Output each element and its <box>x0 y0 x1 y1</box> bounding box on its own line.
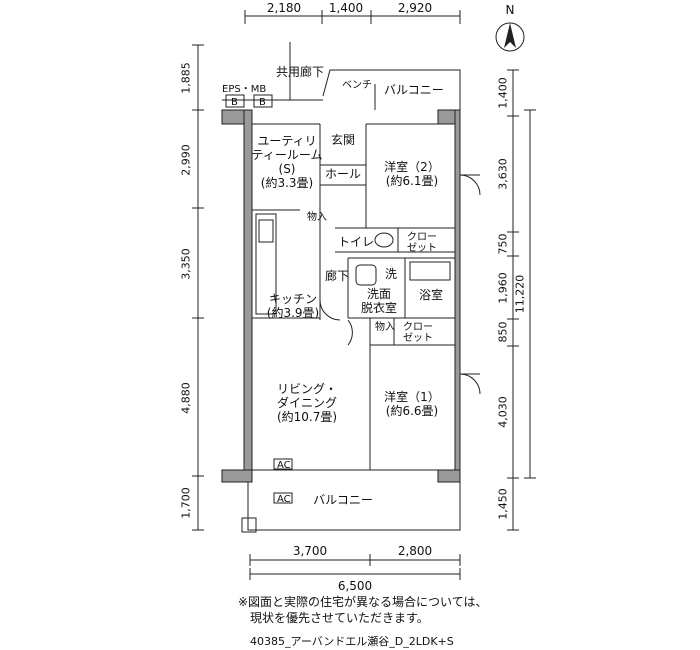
wash-label: 洗 <box>385 267 398 281</box>
dim-right-4: 1,960 <box>496 272 510 304</box>
dim-right-total: 11,220 <box>513 274 527 314</box>
dim-bottom-2: 2,800 <box>397 544 433 558</box>
living-dining-label: リビング・ダイニング(約10.7畳) <box>276 382 338 424</box>
ac-label-2: AC <box>277 494 291 505</box>
western-room-1-label: 洋室（1）(約6.6畳) <box>384 390 440 418</box>
western-room-2-label: 洋室（2）(約6.1畳) <box>384 160 440 188</box>
closet-2-label: クローゼット <box>403 322 433 344</box>
balcony-top-label: バルコニー <box>384 83 444 97</box>
kitchen-label: キッチン(約3.9畳) <box>266 292 320 320</box>
balcony-bottom-label: バルコニー <box>313 493 373 507</box>
dim-right-1: 1,400 <box>496 77 510 109</box>
common-corridor-label: 共用廊下 <box>276 65 325 79</box>
hallway-label: 廊下 <box>325 269 350 283</box>
dim-bottom-total: 6,500 <box>337 579 373 593</box>
dim-top-3: 2,920 <box>397 1 433 15</box>
dim-top-2: 1,400 <box>328 1 364 15</box>
ac-label-1: AC <box>277 460 291 471</box>
bath-label: 浴室 <box>418 288 444 302</box>
dim-right-2: 3,630 <box>496 158 510 190</box>
storage-label-2: 物入 <box>375 322 395 333</box>
compass-label: N <box>505 3 515 17</box>
dim-right-3: 750 <box>496 233 510 255</box>
breaker-label-1: B <box>231 97 238 108</box>
entrance-label: 玄関 <box>330 133 356 147</box>
dim-bottom-1: 3,700 <box>292 544 328 558</box>
storage-label-1: 物入 <box>307 212 327 223</box>
dim-left-4: 4,880 <box>179 382 193 414</box>
dim-left-2: 2,990 <box>179 144 193 176</box>
utility-room-label: ユーティリティールーム (S)(約3.3畳) <box>251 134 323 190</box>
hall-label: ホール <box>324 167 362 181</box>
dim-right-5: 850 <box>496 321 510 343</box>
dim-right-7: 1,450 <box>496 488 510 520</box>
bench-label: ベンチ <box>342 80 372 91</box>
compass-icon <box>495 22 525 52</box>
dim-left-3: 3,350 <box>179 248 193 280</box>
dim-left-1: 1,885 <box>179 62 193 94</box>
eps-mb-label: EPS・MB <box>222 84 267 95</box>
closet-1-label: クローゼット <box>407 232 437 254</box>
dim-top-1: 2,180 <box>266 1 302 15</box>
footer-code: 40385_アーバンドエル瀬谷_D_2LDK+S <box>250 635 454 648</box>
disclaimer-note: ※図面と実際の住宅が異なる場合については、 現状を優先させていただきます。 <box>238 595 488 625</box>
breaker-label-2: B <box>259 97 266 108</box>
washroom-label: 洗面脱衣室 <box>360 287 398 315</box>
dim-right-6: 4,030 <box>496 396 510 428</box>
dim-left-5: 1,700 <box>179 487 193 519</box>
toilet-label: トイレ <box>338 235 375 249</box>
